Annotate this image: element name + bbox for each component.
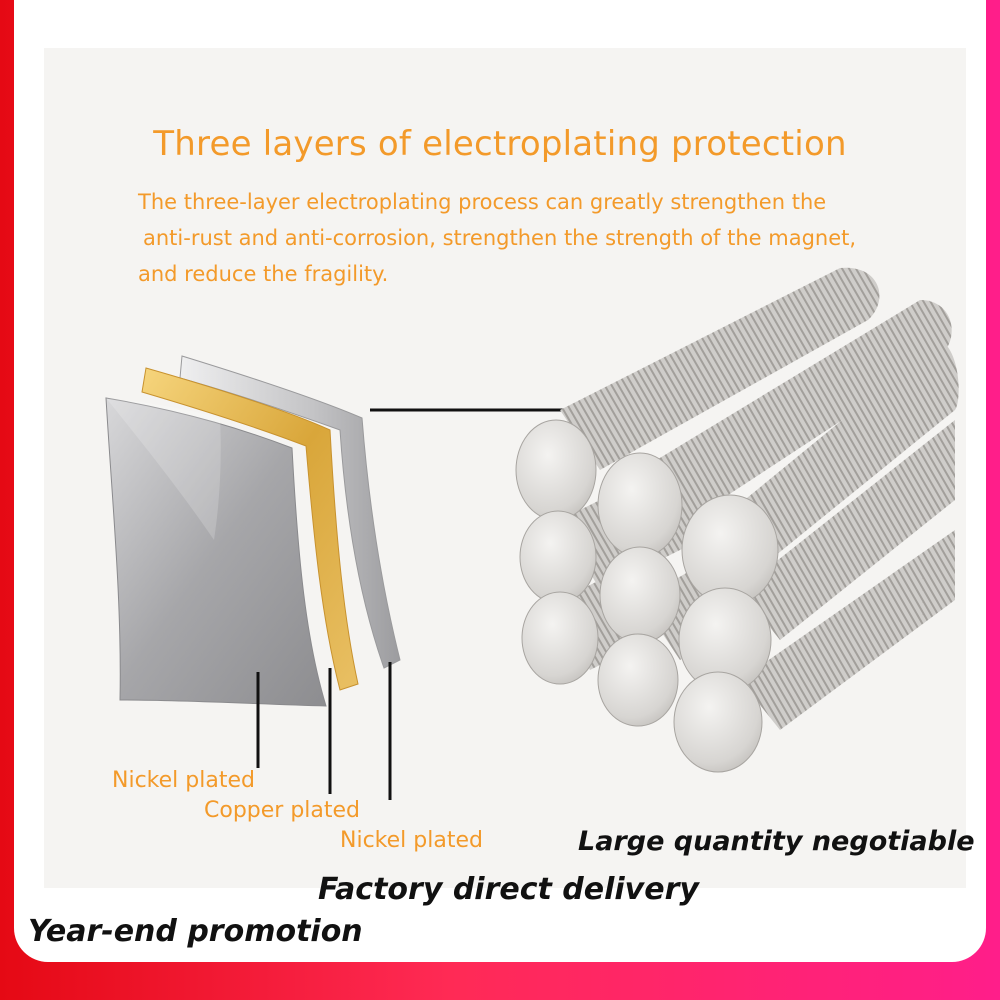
section-heading: Three layers of electroplating protectio… (153, 124, 847, 164)
label-copper-plated: Copper plated (204, 798, 361, 823)
promo-factory-delivery: Factory direct delivery (318, 872, 699, 907)
promo-year-end: Year-end promotion (28, 914, 363, 949)
promo-large-quantity: Large quantity negotiable (578, 826, 975, 857)
description-line-2: anti-rust and anti-corrosion, strengthen… (143, 226, 857, 250)
description-line-1: The three-layer electroplating process c… (138, 190, 827, 214)
label-nickel-plated-inner: Nickel plated (340, 828, 483, 853)
description-line-3: and reduce the fragility. (138, 262, 389, 286)
plating-layers-graphic (105, 355, 401, 707)
disc-magnet-stacks (515, 267, 959, 773)
section-description: The three-layer electroplating process c… (138, 184, 898, 292)
label-nickel-plated-outer: Nickel plated (112, 768, 255, 793)
